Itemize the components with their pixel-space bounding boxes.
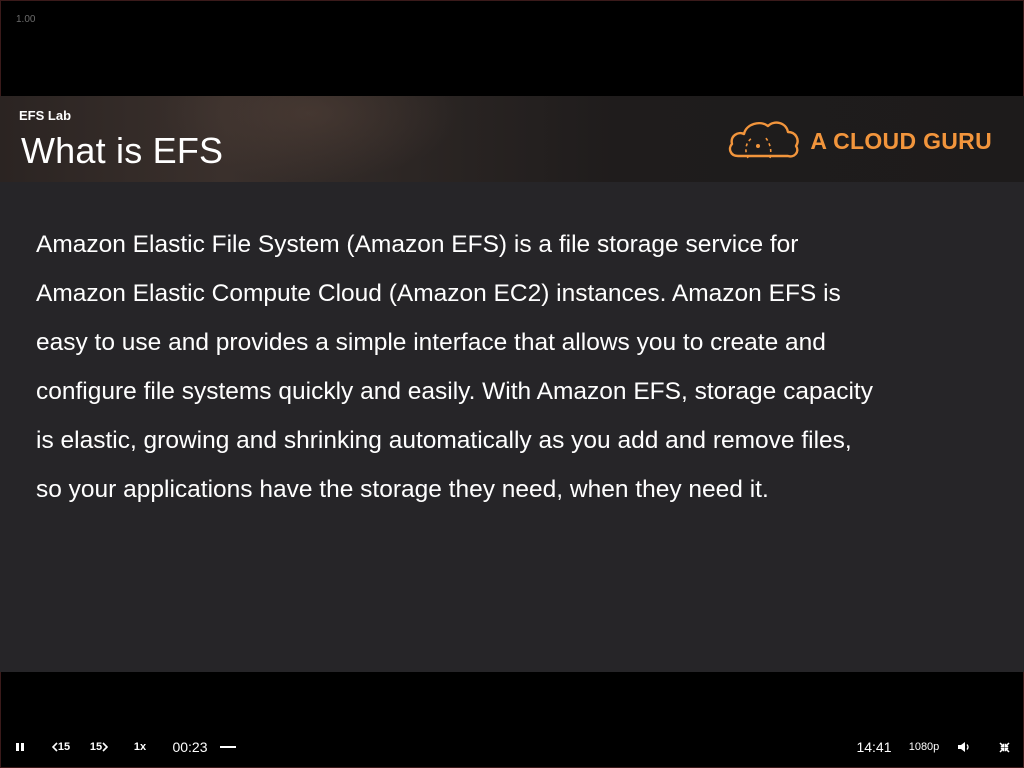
slide-header: EFS Lab What is EFS A CLOUD GURU xyxy=(0,96,1024,182)
brand: A CLOUD GURU xyxy=(726,118,992,164)
slide-title: What is EFS xyxy=(21,130,224,171)
slide-subtitle: EFS Lab xyxy=(19,108,72,123)
brand-name: A CLOUD GURU xyxy=(810,127,992,154)
exit-fullscreen-button[interactable] xyxy=(994,732,1014,762)
video-area[interactable]: EFS Lab What is EFS A CLOUD GURU Amazon … xyxy=(0,96,1024,672)
pause-button[interactable] xyxy=(10,732,30,762)
exit-fullscreen-icon xyxy=(998,741,1010,753)
progress-bar[interactable] xyxy=(220,732,836,762)
cloud-logo-icon xyxy=(729,121,800,159)
slide-body-line: Amazon Elastic File System (Amazon EFS) … xyxy=(36,231,799,258)
pause-icon xyxy=(16,743,24,751)
forward-button[interactable]: 15 xyxy=(86,732,112,762)
forward-15-icon xyxy=(102,742,109,752)
rewind-15-icon xyxy=(51,742,58,752)
playback-rate-button[interactable]: 1x xyxy=(133,741,147,753)
forward-seconds: 15 xyxy=(89,741,103,753)
rewind-button[interactable]: 15 xyxy=(48,732,74,762)
slide-body-line: is elastic, growing and shrinking automa… xyxy=(36,427,852,454)
slide-body-line: so your applications have the storage th… xyxy=(36,476,769,503)
duration: 14:41 xyxy=(856,739,892,755)
slide-body: Amazon Elastic File System (Amazon EFS) … xyxy=(36,220,996,514)
progress-fill xyxy=(220,746,236,748)
volume-icon xyxy=(958,742,969,752)
rewind-seconds: 15 xyxy=(57,741,71,753)
slide-body-line: easy to use and provides a simple interf… xyxy=(36,329,826,356)
current-time: 00:23 xyxy=(172,739,208,755)
slide-body-line: Amazon Elastic Compute Cloud (Amazon EC2… xyxy=(36,280,841,307)
slide-body-line: configure file systems quickly and easil… xyxy=(36,378,873,405)
quality-button[interactable]: 1080p xyxy=(908,741,940,753)
volume-button[interactable] xyxy=(954,732,974,762)
speed-indicator: 1.00 xyxy=(16,14,36,25)
player-controls: 15 15 1x 00:23 14:41 1080p xyxy=(0,732,1024,762)
presenter-background xyxy=(160,96,460,182)
